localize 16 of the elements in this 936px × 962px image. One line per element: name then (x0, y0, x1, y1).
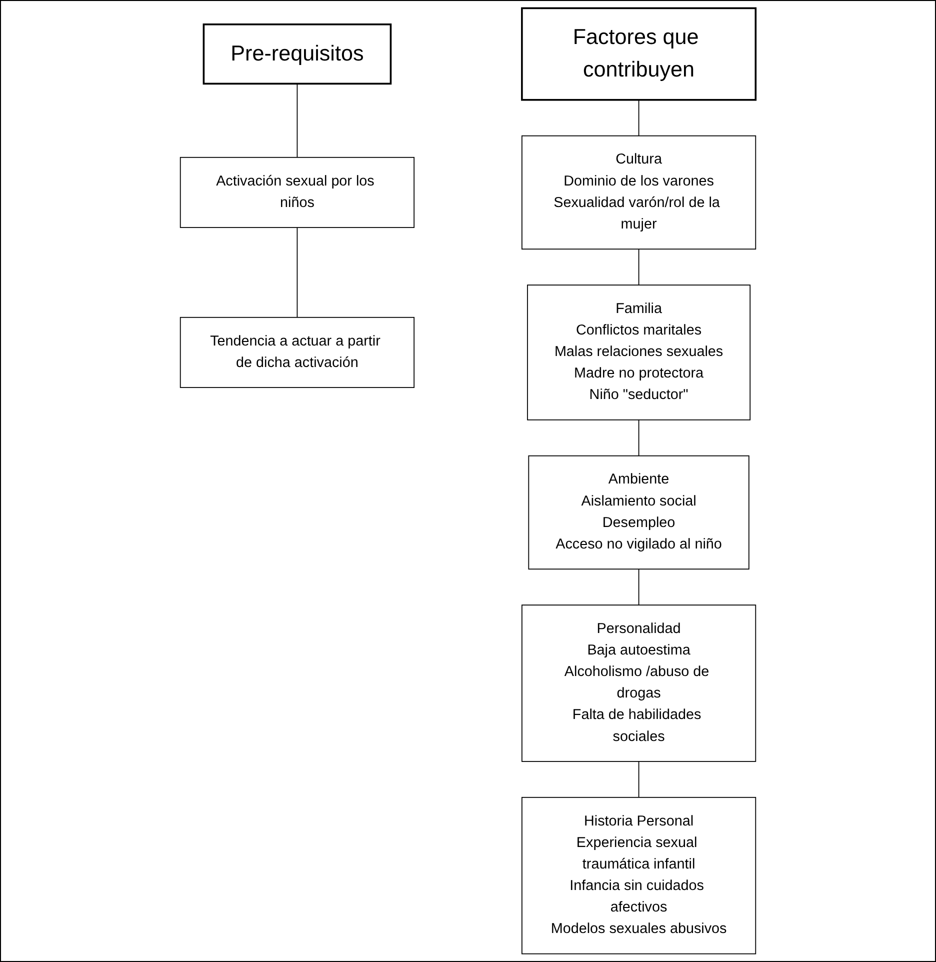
connector (638, 761, 640, 798)
node-box: Pre-requisitos (202, 23, 392, 85)
connector (296, 83, 298, 158)
connector (638, 99, 640, 136)
node-box: Activación sexual por los niños (180, 156, 415, 228)
connector (638, 568, 640, 606)
connector (638, 248, 640, 286)
node-box: Personalidad Baja autoestima Alcoholismo /abuso de drogas Falta de habilidades sociales (521, 604, 756, 762)
node-box: Familia Conflictos maritales Malas relaciones sexuales Madre no protectora Niño "seductor" (527, 284, 751, 420)
node-box: Factores que contribuyen (521, 7, 757, 101)
node-box: Ambiente Aislamiento social Desempleo Acceso no vigilado al niño (528, 455, 750, 570)
node-box: Historia Personal Experiencia sexual traumática infantil Infancia sin cuidados afectivos Modelos sexuales abusivos (521, 796, 756, 954)
connector (296, 227, 298, 318)
node-box: Cultura Dominio de los varones Sexualidad varón/rol de la mujer (521, 135, 756, 250)
node-box: Tendencia a actuar a partir de dicha activación (180, 316, 415, 388)
connector (638, 419, 640, 456)
